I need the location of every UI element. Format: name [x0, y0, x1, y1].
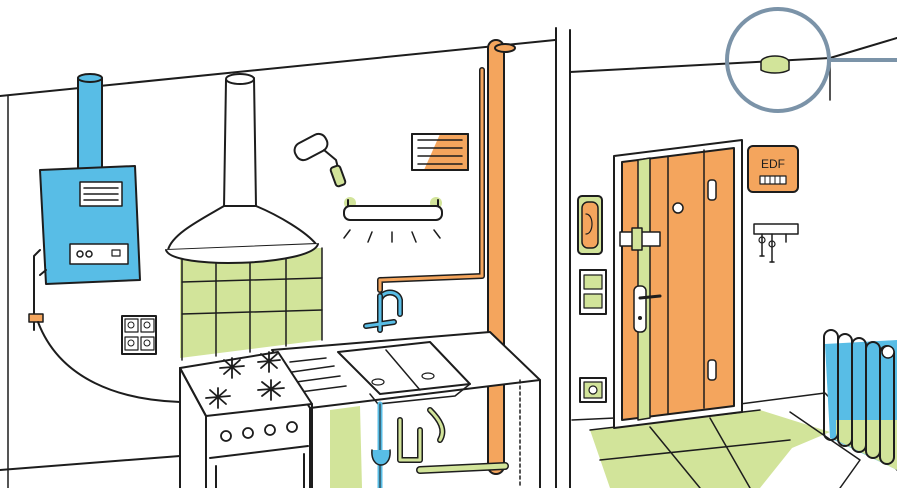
smoke-detector-icon [761, 56, 789, 73]
power-outlet-icon [580, 378, 606, 402]
water-heater-icon [29, 74, 180, 402]
faucet-icon [366, 293, 400, 331]
power-outlet-icon [122, 316, 156, 354]
highlight-ring [727, 9, 897, 111]
stove-icon [180, 352, 312, 488]
range-hood-icon [166, 74, 318, 263]
paint-roller-icon [292, 131, 346, 187]
gas-pipe-icon [380, 44, 515, 470]
backsplash-tiles [180, 248, 322, 360]
intercom-icon [578, 196, 602, 254]
light-fixture-icon [344, 197, 442, 242]
electric-meter-icon: EDF [748, 146, 798, 192]
door-icon [614, 140, 742, 428]
key-rack-icon [754, 224, 798, 262]
radiator-icon [824, 330, 897, 470]
meter-label: EDF [761, 157, 785, 171]
wall-sign-icon [412, 134, 468, 170]
light-switch-icon [580, 270, 606, 314]
